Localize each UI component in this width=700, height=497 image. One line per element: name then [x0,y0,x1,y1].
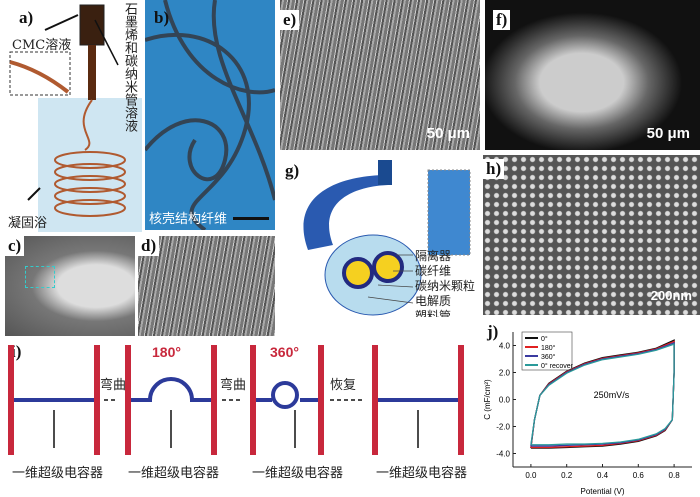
y-tick-label: 2.0 [499,369,511,378]
panel-label-c: c) [5,236,25,256]
x-tick-label: 0.2 [561,471,573,480]
panel-f: f) 50 μm [485,0,700,150]
x-tick-label: 0.8 [669,471,681,480]
panel-label-g: g) [282,161,303,181]
panel-label-h: h) [483,159,505,179]
legend-label-3: 0° recover [541,362,574,370]
device-label-1: 一维超级电容器 [12,466,104,481]
y-axis-title: C (mF/cm²) [483,379,492,420]
y-tick-label: -2.0 [496,423,510,432]
electrolyte-label: 电解质 [415,294,452,308]
carbon-fiber-label: 碳纤维 [415,264,452,278]
spinneret-icon [79,4,105,46]
y-tick-label: -4.0 [496,450,510,459]
panel-h: h) 200nm [483,155,700,315]
step-bend-1: 弯曲 [100,378,127,393]
plastic-tube-label: 塑料管 [415,309,452,317]
bath-label: 凝固浴 [8,216,48,231]
panel-a: a) CMC溶液 石墨烯和碳纳米管溶液 凝固浴 [0,0,142,232]
cv-chart: 0.0 0.2 0.4 0.6 0.8 -4.0 -2.0 0.0 2.0 4.0Potentia… [483,331,692,496]
panel-b: b) 核壳结构纤维 [145,0,275,230]
angle-360: 360° [270,344,299,360]
panel-e: e) 50 μm [280,0,480,150]
step-bend-2: 弯曲 [220,378,247,393]
x-tick-label: 0.6 [633,471,645,480]
zoom-box [25,266,55,288]
y-tick-label: 0.0 [499,396,511,405]
scale-bar [233,217,269,220]
legend-label-1: 180° [541,344,556,352]
panel-label-a: a) [16,8,37,28]
x-tick-label: 0.4 [597,471,609,480]
separator-label: 隔离器 [415,249,452,263]
spinning-diagram [9,4,126,217]
panel-c: c) [5,236,135,336]
solution-label: 石墨烯和碳纳米管溶液 [122,2,137,132]
carbon-nanoparticle-label: 碳纳米颗粒 [415,279,476,293]
panel-label-e: e) [280,10,300,30]
legend-label-0: 0° [541,335,548,343]
legend-box [521,331,573,371]
bending-diagram [8,345,464,455]
step-recover: 恢复 [330,378,357,393]
fiber-supercapacitor-diagram [303,160,471,316]
panel-i: i) 弯曲 弯曲 恢复 180° 360° 一维超级电容器 一维超级电容器 一维… [0,340,480,497]
device-label-2: 一维超级电容器 [128,466,220,481]
scan-rate-annotation: 250mV/s [594,390,630,400]
device-label-4: 一维超级电容器 [376,466,468,481]
x-tick-label: 0.0 [525,471,537,480]
scale-label-f: 50 μm [646,125,690,142]
legend-label-2: 360° [541,353,556,361]
component-labels: 隔离器 碳纤维 碳纳米颗粒 电解质 塑料管 [415,249,475,317]
angle-180: 180° [152,344,181,360]
scale-label-h: 200nm [650,288,692,303]
fiber-photo [145,0,275,230]
panel-label-j: j) [484,322,502,342]
panel-label-d: d) [138,236,160,256]
scale-label-e: 50 μm [426,125,470,142]
y-tick-label: 4.0 [499,342,511,351]
panel-d: d) [138,236,275,336]
panel-label-f: f) [493,10,511,30]
core-shell-caption: 核壳结构纤维 [149,212,228,227]
panel-label-b: b) [154,8,170,27]
x-axis-title: Potential (V) [580,487,624,496]
panel-g: g) 隔离器 碳纤维 碳纳米颗粒 电解质 塑料管 [278,155,480,317]
spool-icon [378,160,392,185]
device-label-3: 一维超级电容器 [252,466,344,481]
cmc-label: CMC溶液 [12,38,72,53]
series-line-3 [530,343,675,446]
